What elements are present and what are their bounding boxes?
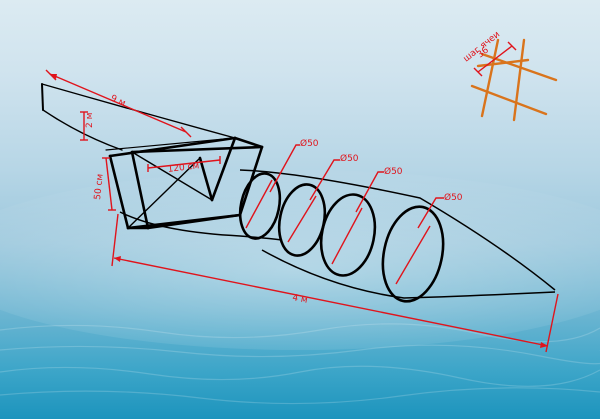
funnel-net xyxy=(119,169,556,299)
mesh-step-dimension xyxy=(473,41,517,77)
wing-height-label: 2 м xyxy=(85,113,95,128)
hoop-ring-4 xyxy=(381,205,445,303)
dimension-lines xyxy=(45,69,559,353)
mesh-detail-grid xyxy=(470,38,558,122)
ring-diameter-label-3: Ø50 xyxy=(384,166,403,177)
trap-length-label: 120 см xyxy=(167,161,200,175)
total-length-label: 4 м xyxy=(291,293,308,306)
ring-diameter-label-4: Ø50 xyxy=(444,192,463,203)
wing-panel xyxy=(41,83,236,151)
trap-height-label: 50 см xyxy=(93,173,106,200)
hoop-rings xyxy=(238,172,445,303)
ring-diameter-label-2: Ø50 xyxy=(340,153,359,164)
hoop-ring-1 xyxy=(238,172,282,240)
hoop-ring-3 xyxy=(319,193,377,277)
ring-diameter-label-1: Ø50 xyxy=(300,138,319,149)
